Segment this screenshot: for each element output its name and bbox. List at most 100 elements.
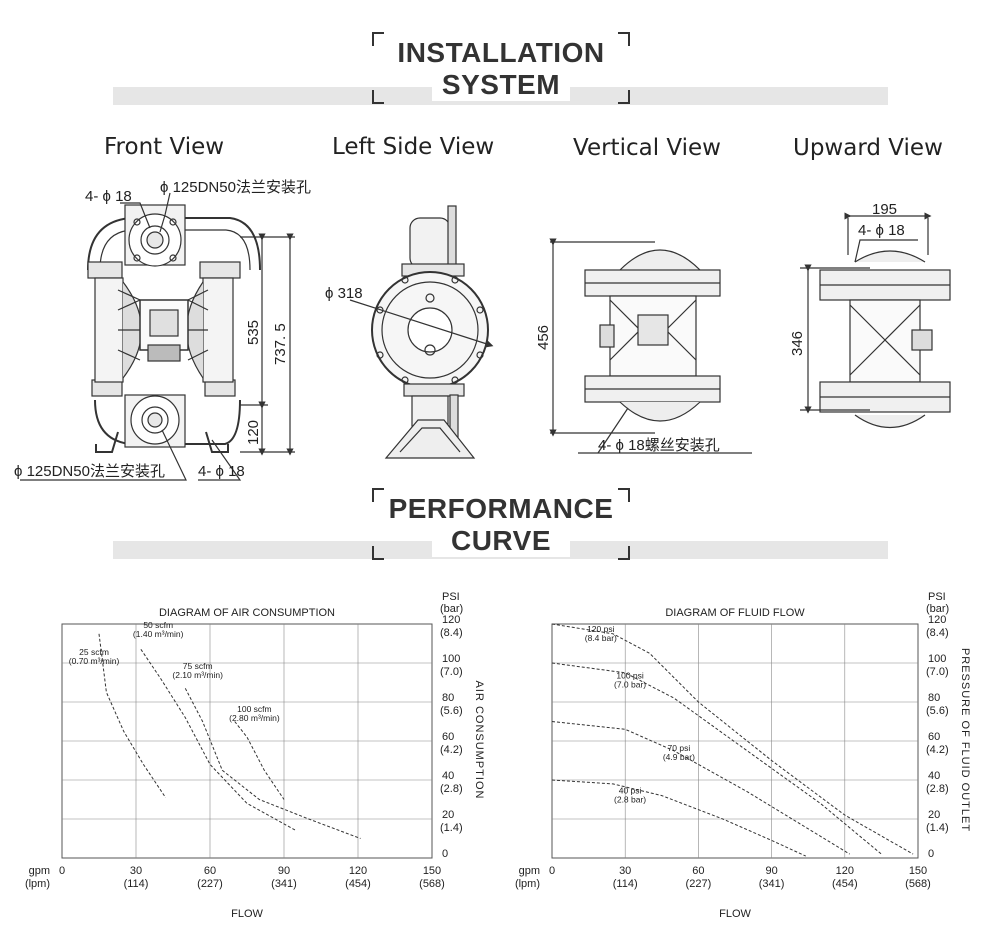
fluid_chart-ytick-bar: (2.8) bbox=[926, 783, 949, 795]
fluid_chart-xtick-lpm: (568) bbox=[905, 878, 931, 890]
left-dim-318: ϕ 318 bbox=[325, 285, 363, 302]
fluid-flow-chart: DIAGRAM OF FLUID FLOW120(8.4)100(7.0)80(… bbox=[515, 591, 971, 920]
fluid_chart-series-sublabel-0: (8.4 bar) bbox=[585, 633, 617, 643]
upward-dim-346: 346 bbox=[789, 331, 806, 356]
air_chart-series-sublabel-1: (1.40 m³/min) bbox=[133, 629, 184, 639]
fluid_chart-xtick-lpm: (454) bbox=[832, 878, 858, 890]
performance-title-line2: CURVE bbox=[432, 525, 570, 557]
air_chart-series-label-1: 50 scfm bbox=[143, 620, 173, 630]
air_chart-xtick-lpm: (114) bbox=[124, 878, 149, 890]
air-consumption-chart: DIAGRAM OF AIR CONSUMPTION120(8.4)100(7.… bbox=[25, 591, 485, 920]
fluid_chart-series-label-0: 120 psi bbox=[587, 624, 615, 634]
air_chart-series-line-0 bbox=[98, 633, 167, 798]
air_chart-xtick-gpm: 120 bbox=[349, 865, 367, 877]
installation-title-line1: INSTALLATION bbox=[397, 37, 605, 68]
air_chart-series-label-3: 100 scfm bbox=[237, 704, 272, 714]
fluid_chart-ytick-bar: (5.6) bbox=[926, 705, 949, 717]
front-dim-535: 535 bbox=[245, 320, 262, 345]
air_chart-xtick-lpm: (341) bbox=[271, 878, 297, 890]
fluid_chart-ytick-psi: 80 bbox=[928, 692, 940, 704]
fluid_chart-xunit-lpm: (lpm) bbox=[515, 878, 540, 890]
front-dim-120: 120 bbox=[245, 420, 262, 445]
front-dim-holes-top: 4- ϕ 18 bbox=[85, 188, 132, 205]
air_chart-ytick-psi: 20 bbox=[442, 809, 454, 821]
air_chart-xtick-gpm: 90 bbox=[278, 865, 290, 877]
air_chart-series-line-3 bbox=[234, 721, 285, 800]
air_chart-unit-bar: (bar) bbox=[440, 603, 463, 615]
left-side-view-drawing bbox=[349, 205, 494, 459]
upward-dim-holes: 4- ϕ 18 bbox=[858, 222, 905, 239]
air_chart-xtick-lpm: (227) bbox=[197, 878, 223, 890]
fluid_chart-xtick-lpm: (227) bbox=[686, 878, 712, 890]
air_chart-xunit-gpm: gpm bbox=[29, 865, 50, 877]
air_chart-ytick-psi: 80 bbox=[442, 692, 454, 704]
air_chart-ytick-psi: 60 bbox=[442, 731, 454, 743]
air_chart-ytick-psi: 40 bbox=[442, 770, 454, 782]
fluid_chart-ytick-psi: 0 bbox=[928, 848, 934, 860]
air_chart-ytick-bar: (2.8) bbox=[440, 783, 463, 795]
air_chart-series-line-1 bbox=[140, 649, 297, 832]
fluid_chart-xunit-gpm: gpm bbox=[519, 865, 540, 877]
front-dim-flange-top: ϕ 125DN50法兰安装孔 bbox=[160, 179, 311, 196]
air_chart-ytick-bar: (8.4) bbox=[440, 627, 463, 639]
fluid_chart-series-sublabel-3: (2.8 bar) bbox=[614, 795, 646, 805]
front-dim-flange-bottom: ϕ 125DN50法兰安装孔 bbox=[14, 463, 165, 480]
air_chart-series-sublabel-2: (2.10 m³/min) bbox=[172, 670, 223, 680]
fluid_chart-title: DIAGRAM OF FLUID FLOW bbox=[665, 607, 805, 619]
performance-title-line1: PERFORMANCE bbox=[388, 493, 614, 524]
air_chart-xlabel: FLOW bbox=[231, 908, 263, 920]
air_chart-ytick-bar: (4.2) bbox=[440, 744, 463, 756]
left-side-view-label: Left Side View bbox=[332, 134, 495, 160]
air_chart-ytick-psi: 0 bbox=[442, 848, 448, 860]
fluid_chart-ytick-bar: (8.4) bbox=[926, 627, 949, 639]
fluid_chart-series-sublabel-1: (7.0 bar) bbox=[614, 680, 646, 690]
air_chart-series-sublabel-0: (0.70 m³/min) bbox=[69, 656, 120, 666]
air_chart-xtick-gpm: 60 bbox=[204, 865, 216, 877]
front-dim-7375: 737. 5 bbox=[272, 323, 289, 365]
air_chart-xtick-lpm: (568) bbox=[419, 878, 445, 890]
vertical-view-drawing bbox=[549, 238, 752, 454]
fluid_chart-series-label-2: 70 psi bbox=[668, 743, 691, 753]
air_chart-ytick-psi: 120 bbox=[442, 614, 460, 626]
fluid_chart-series-line-1 bbox=[551, 662, 882, 855]
fluid_chart-ytick-bar: (4.2) bbox=[926, 744, 949, 756]
air_chart-ytick-bar: (7.0) bbox=[440, 666, 463, 678]
fluid_chart-xtick-gpm: 120 bbox=[836, 865, 854, 877]
fluid_chart-ytick-bar: (1.4) bbox=[926, 822, 949, 834]
performance-title: PERFORMANCE CURVE bbox=[372, 488, 630, 560]
upward-view-label: Upward View bbox=[793, 135, 943, 161]
fluid_chart-unit-psi: PSI bbox=[928, 591, 946, 603]
air_chart-xtick-gpm: 150 bbox=[423, 865, 441, 877]
air_chart-series-sublabel-3: (2.80 m³/min) bbox=[229, 713, 280, 723]
fluid_chart-series-line-3 bbox=[551, 779, 807, 857]
vertical-dim-holes: 4- ϕ 18螺丝安装孔 bbox=[598, 437, 720, 454]
fluid_chart-xlabel: FLOW bbox=[719, 908, 751, 920]
air_chart-right-axis-label: AIR CONSUMPTION bbox=[473, 681, 485, 800]
fluid_chart-xtick-gpm: 60 bbox=[692, 865, 704, 877]
upward-view-drawing bbox=[800, 212, 951, 428]
installation-title-line2: SYSTEM bbox=[432, 69, 570, 101]
upward-dim-195: 195 bbox=[872, 201, 897, 218]
fluid_chart-xtick-gpm: 0 bbox=[549, 865, 555, 877]
fluid_chart-series-line-2 bbox=[551, 721, 850, 855]
air_chart-title: DIAGRAM OF AIR CONSUMPTION bbox=[159, 607, 335, 619]
fluid_chart-ytick-psi: 20 bbox=[928, 809, 940, 821]
fluid_chart-series-label-3: 40 psi bbox=[619, 786, 642, 796]
air_chart-ytick-bar: (1.4) bbox=[440, 822, 463, 834]
installation-title: INSTALLATION SYSTEM bbox=[372, 32, 630, 104]
fluid_chart-right-axis-label: PRESSURE OF FLUID OUTLET bbox=[959, 648, 971, 832]
fluid_chart-xtick-gpm: 150 bbox=[909, 865, 927, 877]
vertical-dim-456: 456 bbox=[535, 325, 552, 350]
fluid_chart-ytick-psi: 60 bbox=[928, 731, 940, 743]
air_chart-xtick-gpm: 30 bbox=[130, 865, 142, 877]
fluid_chart-xtick-gpm: 90 bbox=[765, 865, 777, 877]
fluid_chart-ytick-bar: (7.0) bbox=[926, 666, 949, 678]
front-dim-holes-bottom: 4- ϕ 18 bbox=[198, 463, 245, 480]
fluid_chart-series-label-1: 100 psi bbox=[616, 671, 644, 681]
front-view-label: Front View bbox=[104, 134, 225, 160]
fluid_chart-ytick-psi: 40 bbox=[928, 770, 940, 782]
installation-drawings: 4- ϕ 18 ϕ 125DN50法兰安装孔 535 737. 5 120 ϕ … bbox=[14, 179, 951, 481]
air_chart-unit-psi: PSI bbox=[442, 591, 460, 603]
fluid_chart-xtick-gpm: 30 bbox=[619, 865, 631, 877]
air_chart-series-label-2: 75 scfm bbox=[183, 661, 213, 671]
